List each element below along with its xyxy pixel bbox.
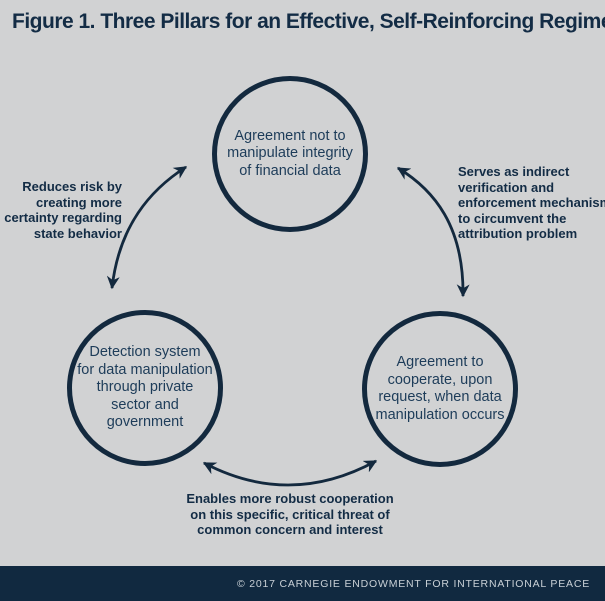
node-bottom-left-circle: Detection system for data manipulation t… [67, 310, 223, 466]
footer-copyright: © 2017 CARNEGIE ENDOWMENT FOR INTERNATIO… [236, 577, 590, 590]
node-top-circle: Agreement not to manipulate integrity of… [212, 76, 368, 232]
edge-label-left: Reduces risk by creating more certainty … [4, 179, 122, 241]
footer-bar: © 2017 CARNEGIE ENDOWMENT FOR INTERNATIO… [0, 566, 605, 601]
edge-label-right: Serves as indirect verification and enfo… [458, 164, 605, 241]
edge-label-bottom: Enables more robust cooperation on this … [186, 491, 394, 537]
bottom-double-arrow-icon [202, 459, 378, 487]
figure-title: Figure 1. Three Pillars for an Effective… [12, 10, 605, 33]
left-double-arrow-icon [106, 165, 188, 290]
node-bottom-right-circle: Agreement to cooperate, upon request, wh… [362, 311, 518, 467]
node-top-label: Agreement not to manipulate integrity of… [227, 127, 353, 179]
node-bottom-left-label: Detection system for data manipulation t… [77, 344, 213, 431]
right-double-arrow-icon [396, 166, 470, 298]
node-bottom-right-label: Agreement to cooperate, upon request, wh… [375, 354, 505, 423]
